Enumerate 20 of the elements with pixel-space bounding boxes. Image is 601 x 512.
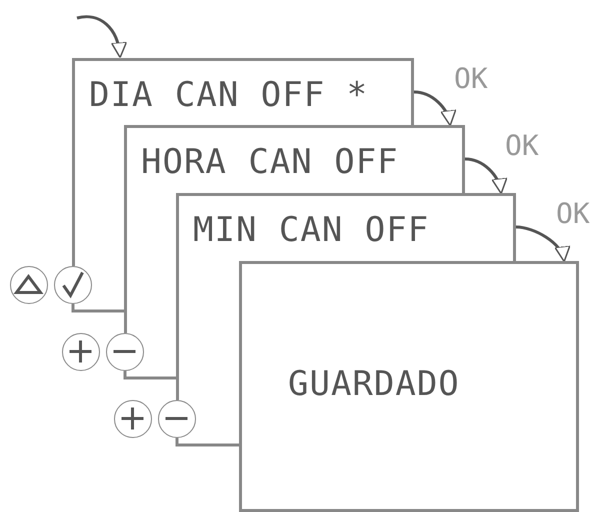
screen-text: HORA CAN OFF — [141, 142, 399, 182]
display-screen — [239, 261, 579, 512]
screen-text: DIA CAN OFF * — [89, 75, 368, 115]
screen-text: MIN CAN OFF — [193, 210, 430, 250]
minus-button — [158, 400, 196, 438]
curved-arrow — [414, 90, 456, 126]
confirm-button — [54, 266, 92, 304]
curved-arrow — [464, 158, 507, 194]
plus-button — [62, 333, 100, 371]
display-screen — [72, 58, 414, 126]
connector-line — [72, 126, 75, 266]
up-button — [10, 266, 48, 304]
curved-arrow — [76, 15, 127, 58]
curved-arrow — [516, 226, 569, 262]
connector-line — [176, 438, 239, 446]
plus-button — [114, 400, 152, 438]
display-screen — [124, 125, 465, 193]
minus-button — [106, 333, 144, 371]
screen-text: GUARDADO — [288, 364, 460, 404]
display-screen — [176, 193, 516, 261]
